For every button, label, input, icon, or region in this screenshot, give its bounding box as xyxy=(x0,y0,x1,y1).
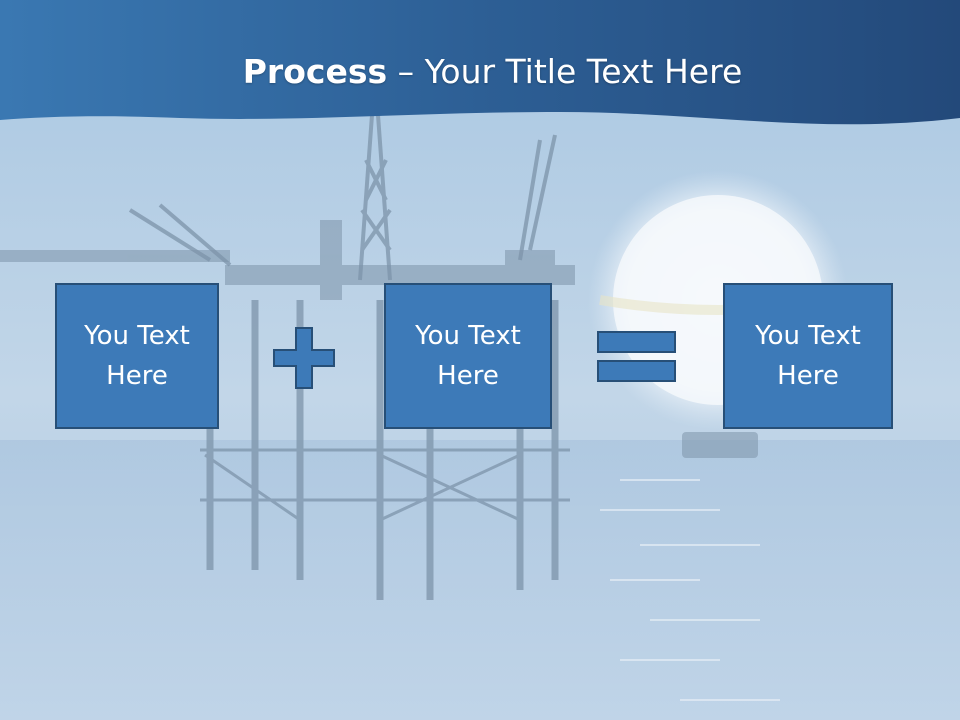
plus-icon xyxy=(273,327,335,389)
water-reflection xyxy=(600,479,780,701)
title-rest: – Your Title Text Here xyxy=(397,52,743,91)
text-box-2-label: You Text Here xyxy=(415,321,521,391)
slide-title: Process – Your Title Text Here xyxy=(0,52,960,91)
text-box-1[interactable]: You Text Here xyxy=(55,283,219,429)
text-box-3[interactable]: You Text Here xyxy=(723,283,893,429)
text-box-2[interactable]: You Text Here xyxy=(384,283,552,429)
text-box-1-label: You Text Here xyxy=(84,321,190,391)
header-band xyxy=(0,0,960,125)
text-box-3-label: You Text Here xyxy=(755,321,861,391)
equals-icon xyxy=(597,331,676,382)
title-bold: Process xyxy=(242,52,388,91)
